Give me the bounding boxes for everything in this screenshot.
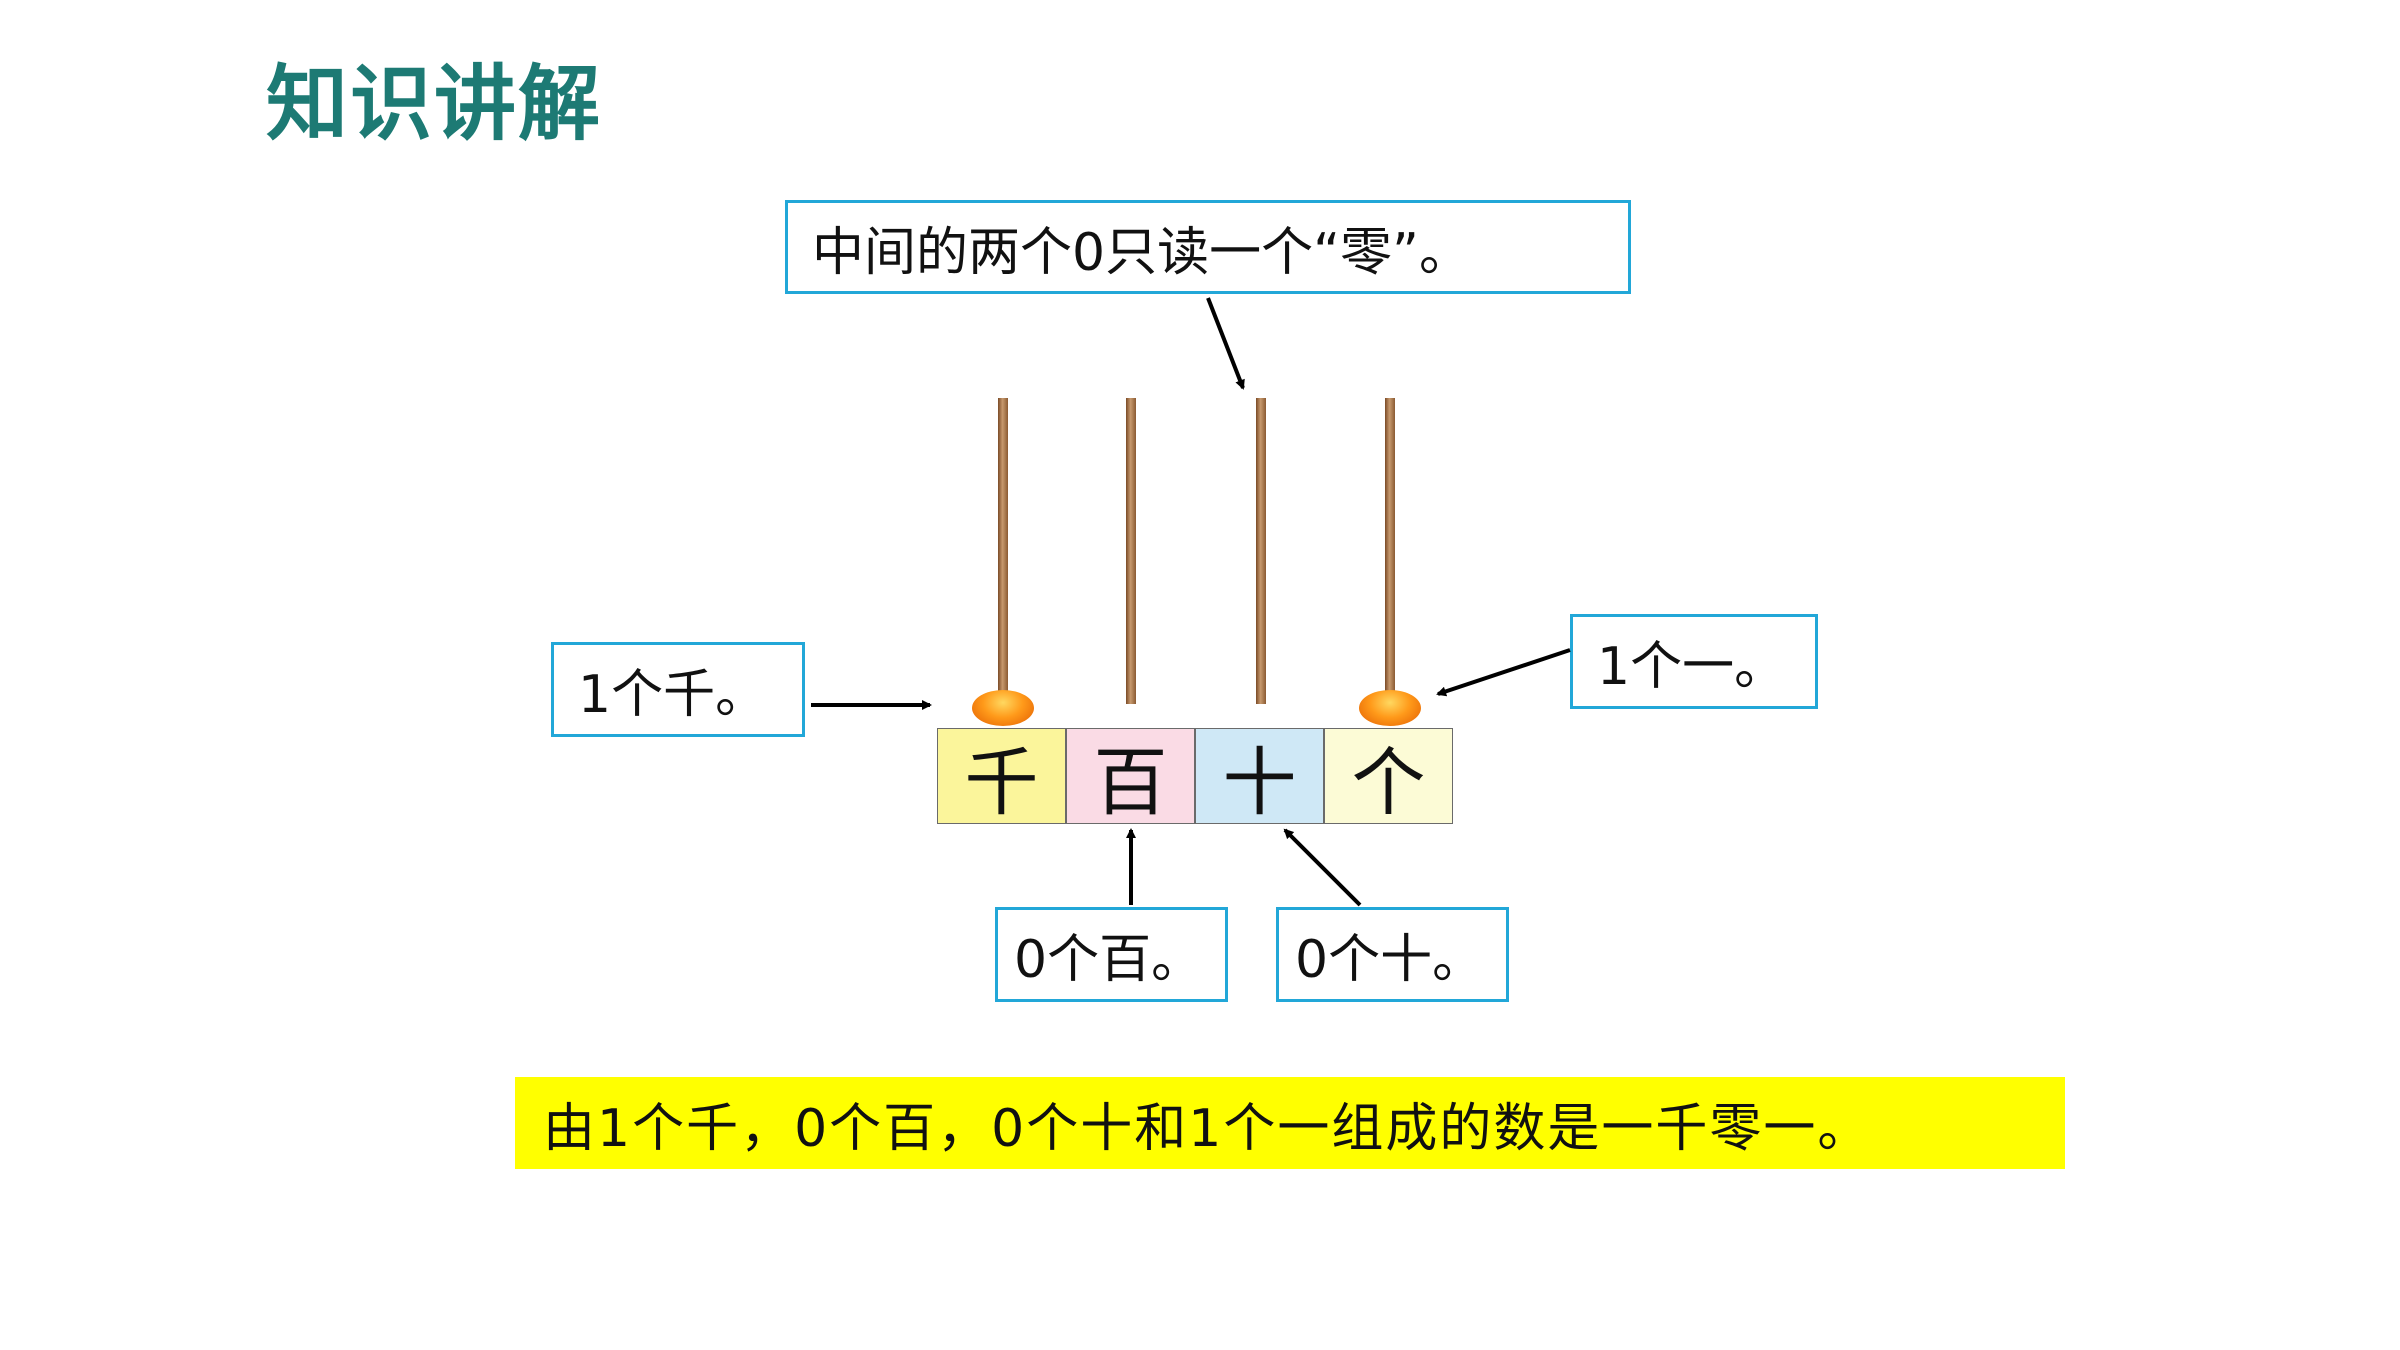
abacus-rod-ones <box>1385 398 1395 704</box>
callout-hundred-box: 0个百。 <box>995 907 1228 1002</box>
arrow-one <box>1436 648 1571 697</box>
place-cell-hundreds: 百 <box>1066 728 1195 826</box>
callout-ten-text: 0个十。 <box>1295 930 1485 990</box>
place-cell-ones: 个 <box>1324 728 1453 826</box>
place-cell-tens: 十 <box>1195 728 1324 826</box>
arrow-ten <box>1283 828 1362 907</box>
summary-text: 由1个千，0个百，0个十和1个一组成的数是一千零一。 <box>543 1098 1872 1159</box>
page-title: 知识讲解 <box>266 57 603 152</box>
callout-hundred-text: 0个百。 <box>1014 930 1204 990</box>
callout-thousand-box: 1个千。 <box>551 642 805 737</box>
abacus-rod-thousands <box>998 398 1008 704</box>
callout-one-box: 1个一。 <box>1570 614 1818 709</box>
arrow-top <box>1206 297 1245 390</box>
callout-top-text: 中间的两个0只读一个“零”。 <box>812 222 1471 283</box>
callout-top-box: 中间的两个0只读一个“零”。 <box>785 200 1631 294</box>
callout-one-text: 1个一。 <box>1597 637 1787 697</box>
place-cell-thousands: 千 <box>937 728 1066 826</box>
abacus-rod-tens <box>1256 398 1266 704</box>
callout-ten-box: 0个十。 <box>1276 907 1509 1002</box>
callout-thousand-text: 1个千。 <box>578 665 768 725</box>
summary-banner: 由1个千，0个百，0个十和1个一组成的数是一千零一。 <box>515 1077 2065 1169</box>
abacus-bead-thousands <box>972 690 1034 726</box>
abacus-bead-ones <box>1359 690 1421 726</box>
abacus-rod-hundreds <box>1126 398 1136 704</box>
